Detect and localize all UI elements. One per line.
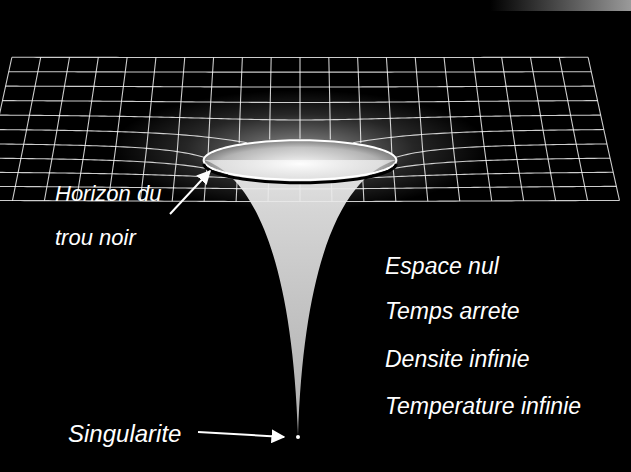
grid-line	[444, 57, 460, 201]
property-label: Densite infinie	[385, 345, 529, 373]
grid-line	[44, 57, 69, 200]
horizon-leader	[170, 171, 210, 214]
grid-line	[172, 57, 185, 201]
singularity-leader	[198, 432, 284, 437]
horizon-label: Horizon du trou noir	[55, 172, 177, 260]
singularity-point	[296, 435, 300, 439]
grid-line	[473, 57, 492, 200]
grid-line	[0, 57, 12, 200]
corner-patch	[490, 0, 631, 11]
singularity-label: Singularite	[68, 419, 181, 448]
property-label: Espace nul	[385, 252, 499, 280]
grid-line	[76, 57, 98, 200]
wrap-spacer	[145, 216, 177, 217]
property-label: Temperature infinie	[385, 392, 581, 420]
grid-line	[12, 57, 40, 200]
grid-line	[108, 57, 127, 200]
grid-line	[531, 57, 556, 200]
grid-line	[386, 58, 395, 202]
grid-line	[559, 57, 587, 200]
grid-line	[588, 57, 619, 200]
grid-line	[415, 57, 428, 201]
funnel-throat	[204, 160, 396, 436]
property-label: Temps arrete	[385, 297, 520, 325]
horizon-ellipse	[204, 140, 397, 179]
spacetime-grid	[0, 57, 619, 201]
horizon-rim	[204, 164, 397, 183]
grid-line	[204, 58, 213, 202]
grid-line	[502, 57, 524, 200]
grid-line	[140, 57, 156, 201]
